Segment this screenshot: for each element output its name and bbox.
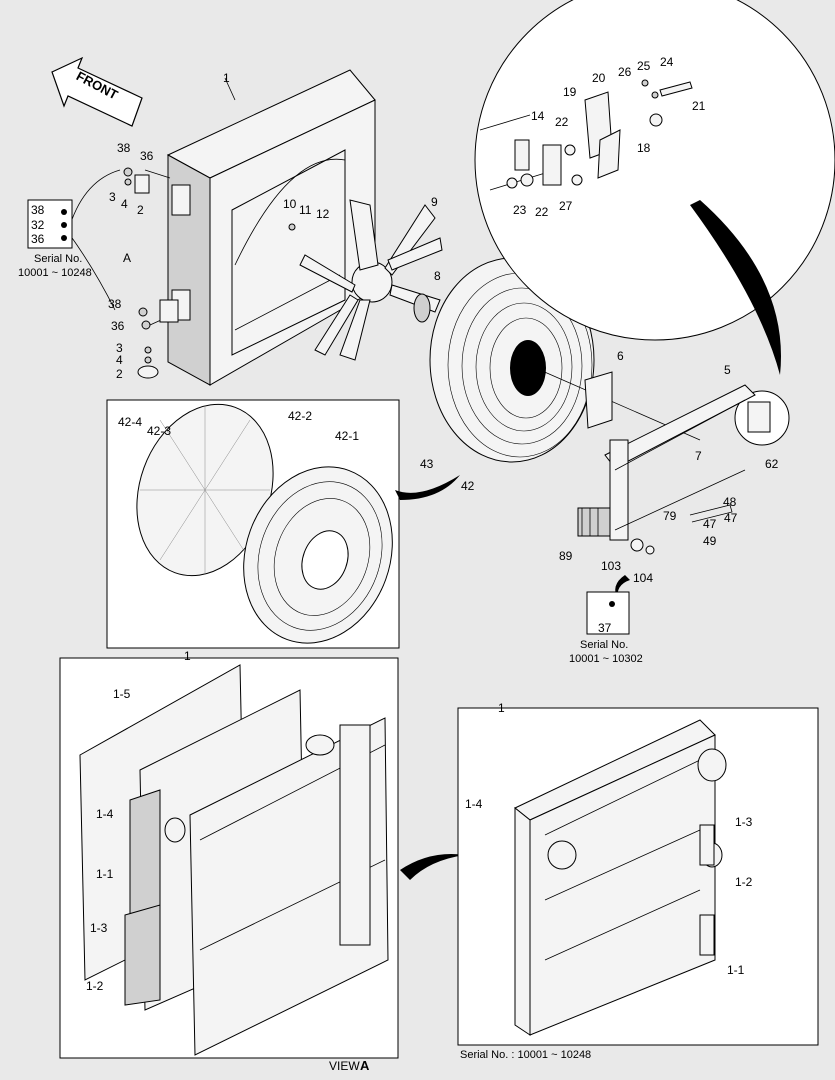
- label-20: 20: [592, 71, 606, 85]
- serial-box-mid-right: [586, 591, 630, 635]
- serial-mid-right-line1: Serial No.: [580, 639, 628, 651]
- label-42-4: 42-4: [118, 415, 142, 429]
- serial-bottom-right: Serial No. : 10001 ~ 10248: [460, 1049, 591, 1061]
- label-14: 14: [531, 109, 545, 123]
- label-10: 10: [283, 197, 297, 211]
- label-3a: 3: [109, 190, 116, 204]
- label-18: 18: [637, 141, 651, 155]
- detail-circle: [474, 0, 835, 375]
- label-box-36: 36: [31, 232, 45, 246]
- label-12: 12: [316, 207, 330, 221]
- label-1: 1: [223, 71, 230, 85]
- view-a-marker: A: [123, 251, 131, 265]
- label-37: 37: [598, 621, 612, 635]
- label-62: 62: [765, 457, 779, 471]
- label-19: 19: [563, 85, 577, 99]
- view-a-label-1: 1: [184, 649, 191, 663]
- label-9: 9: [431, 195, 438, 209]
- view-a-box: [59, 657, 465, 1059]
- label-47a: 47: [703, 517, 717, 531]
- label-89: 89: [559, 549, 573, 563]
- serial-top-left-line2: 10001 ~ 10248: [18, 267, 92, 279]
- part-labels: 1 9 8 10 11 12 38 36 3 4 2 38 32 36 Seri…: [18, 55, 779, 1073]
- label-22b: 22: [535, 205, 549, 219]
- mounting-bracket: [584, 371, 756, 541]
- label-42-3: 42-3: [147, 424, 171, 438]
- br-label-1: 1: [498, 701, 505, 715]
- cooling-fan: [299, 199, 443, 361]
- label-38a: 38: [117, 141, 131, 155]
- label-box-32: 32: [31, 218, 45, 232]
- label-42-1: 42-1: [335, 429, 359, 443]
- hardware-bits: [123, 167, 296, 379]
- label-36a: 36: [140, 149, 154, 163]
- serial-mid-right-line2: 10001 ~ 10302: [569, 653, 643, 665]
- view-a-label-1-3: 1-3: [90, 921, 108, 935]
- view-a-label-1-1: 1-1: [96, 867, 114, 881]
- serial-top-left-line1: Serial No.: [34, 253, 82, 265]
- label-42: 42: [461, 479, 475, 493]
- label-27: 27: [559, 199, 573, 213]
- cable-straps: [577, 507, 655, 600]
- br-label-1-4: 1-4: [465, 797, 483, 811]
- label-25: 25: [637, 59, 651, 73]
- view-a-caption-prefix: VIEW: [329, 1059, 360, 1073]
- view-a-label-1-4: 1-4: [96, 807, 114, 821]
- serial-radiator-box: [457, 707, 819, 1046]
- label-box-38: 38: [31, 203, 45, 217]
- label-36b: 36: [111, 319, 125, 333]
- serial-box-top-left: [27, 199, 73, 249]
- label-103: 103: [601, 559, 621, 573]
- label-22a: 22: [555, 115, 569, 129]
- label-38b: 38: [108, 297, 122, 311]
- view-a-label-1-2: 1-2: [86, 979, 104, 993]
- label-5: 5: [724, 363, 731, 377]
- label-26: 26: [618, 65, 632, 79]
- label-21: 21: [692, 99, 706, 113]
- label-11: 11: [299, 203, 312, 217]
- label-8: 8: [434, 269, 441, 283]
- label-42-2: 42-2: [288, 409, 312, 423]
- label-6: 6: [617, 349, 624, 363]
- br-label-1-1: 1-1: [727, 963, 745, 977]
- br-label-1-3: 1-3: [735, 815, 753, 829]
- view-a-caption-letter: A: [360, 1058, 370, 1073]
- label-24: 24: [660, 55, 674, 69]
- label-23: 23: [513, 203, 527, 217]
- label-48: 48: [723, 495, 737, 509]
- label-4b: 4: [116, 353, 123, 367]
- label-2b: 2: [116, 367, 123, 381]
- front-arrow: FRONT: [51, 56, 143, 127]
- radiator-shroud-assembly: [166, 69, 376, 386]
- label-49: 49: [703, 534, 717, 548]
- label-4a: 4: [121, 197, 128, 211]
- label-47b: 47: [724, 511, 738, 525]
- label-104: 104: [633, 571, 653, 585]
- view-a-label-1-5: 1-5: [113, 687, 131, 701]
- fan-guard: [429, 257, 701, 463]
- latch-detail-small: [734, 390, 790, 446]
- label-43: 43: [420, 457, 434, 471]
- label-3b: 3: [116, 341, 123, 355]
- label-2a: 2: [137, 203, 144, 217]
- screen-exploded-box: [106, 399, 460, 649]
- label-79: 79: [663, 509, 677, 523]
- label-7: 7: [695, 449, 702, 463]
- br-label-1-2: 1-2: [735, 875, 753, 889]
